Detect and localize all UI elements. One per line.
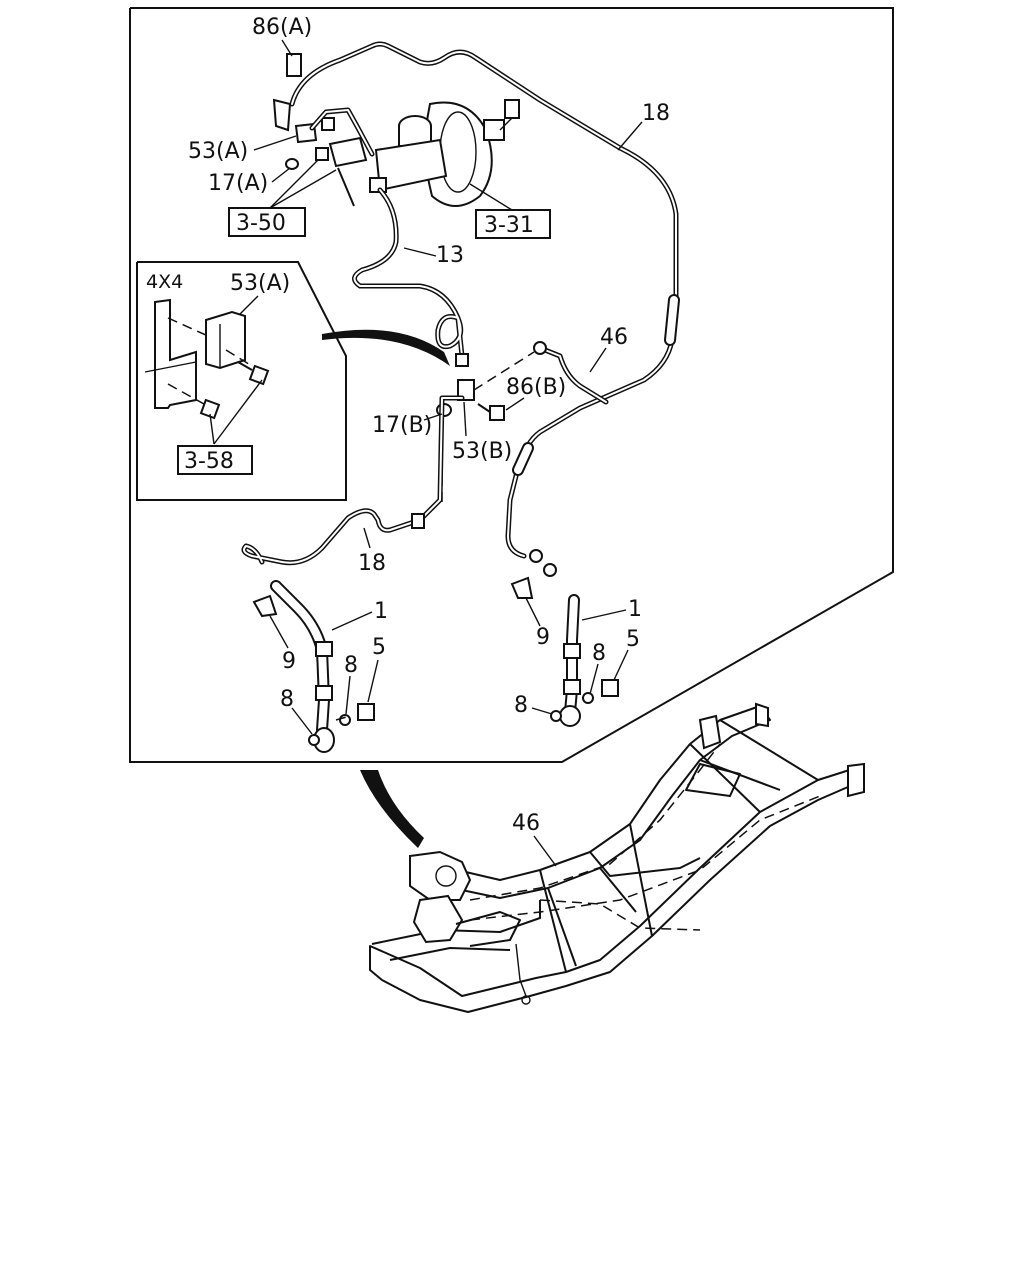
ref-3-31: 3-31 <box>484 213 534 238</box>
inset-ref-3-58: 3-58 <box>184 449 234 474</box>
ref-box-3-50 <box>228 207 306 237</box>
callout-53b: 53(B) <box>452 439 512 464</box>
callout-86a: 86(A) <box>252 15 312 40</box>
master-cylinder-booster <box>369 99 520 207</box>
callout-5-right: 5 <box>626 627 640 652</box>
callout-18-mid: 18 <box>358 551 386 576</box>
callout-5-left: 5 <box>372 635 386 660</box>
callout-46-frame-leader <box>533 835 557 867</box>
callout-17b: 17(B) <box>372 413 432 438</box>
inset-label-53a: 53(A) <box>230 271 290 296</box>
callout-8-right-lower: 8 <box>514 693 528 718</box>
callout-13: 13 <box>436 243 464 268</box>
detail-border <box>129 7 894 763</box>
callout-86b: 86(B) <box>506 375 566 400</box>
callout-9-left: 9 <box>282 649 296 674</box>
inset-title: 4X4 <box>146 271 183 293</box>
ref-box-3-31 <box>475 209 551 239</box>
callout-1-right: 1 <box>628 597 642 622</box>
callout-46-frame: 46 <box>512 811 540 836</box>
vehicle-chassis-frame <box>369 702 865 1013</box>
ref-3-50: 3-50 <box>236 211 286 236</box>
inset-4x4: 4X4 53(A) 3-58 <box>136 261 347 501</box>
callout-8-right-upper: 8 <box>592 641 606 666</box>
callout-1-left: 1 <box>374 599 388 624</box>
right-brake-hose-assembly <box>510 549 619 727</box>
left-brake-hose-assembly <box>252 580 375 753</box>
callout-8-left-lower: 8 <box>280 687 294 712</box>
callout-17a: 17(A) <box>208 171 268 196</box>
fitting-18-mid <box>411 513 425 529</box>
callout-46-top: 46 <box>600 325 628 350</box>
callout-18-top: 18 <box>642 101 670 126</box>
callouts: 86(A) 53(A) 17(A) 3-50 3-31 18 13 46 86(… <box>188 15 670 735</box>
callout-9-right: 9 <box>536 625 550 650</box>
inset-pointer-arrow <box>322 329 450 366</box>
callout-8-left-upper: 8 <box>344 653 358 678</box>
callout-53a: 53(A) <box>188 139 248 164</box>
detail-to-chassis-arrow <box>360 770 424 848</box>
top-left-fittings <box>272 53 368 207</box>
fitting-13-end <box>455 353 469 367</box>
